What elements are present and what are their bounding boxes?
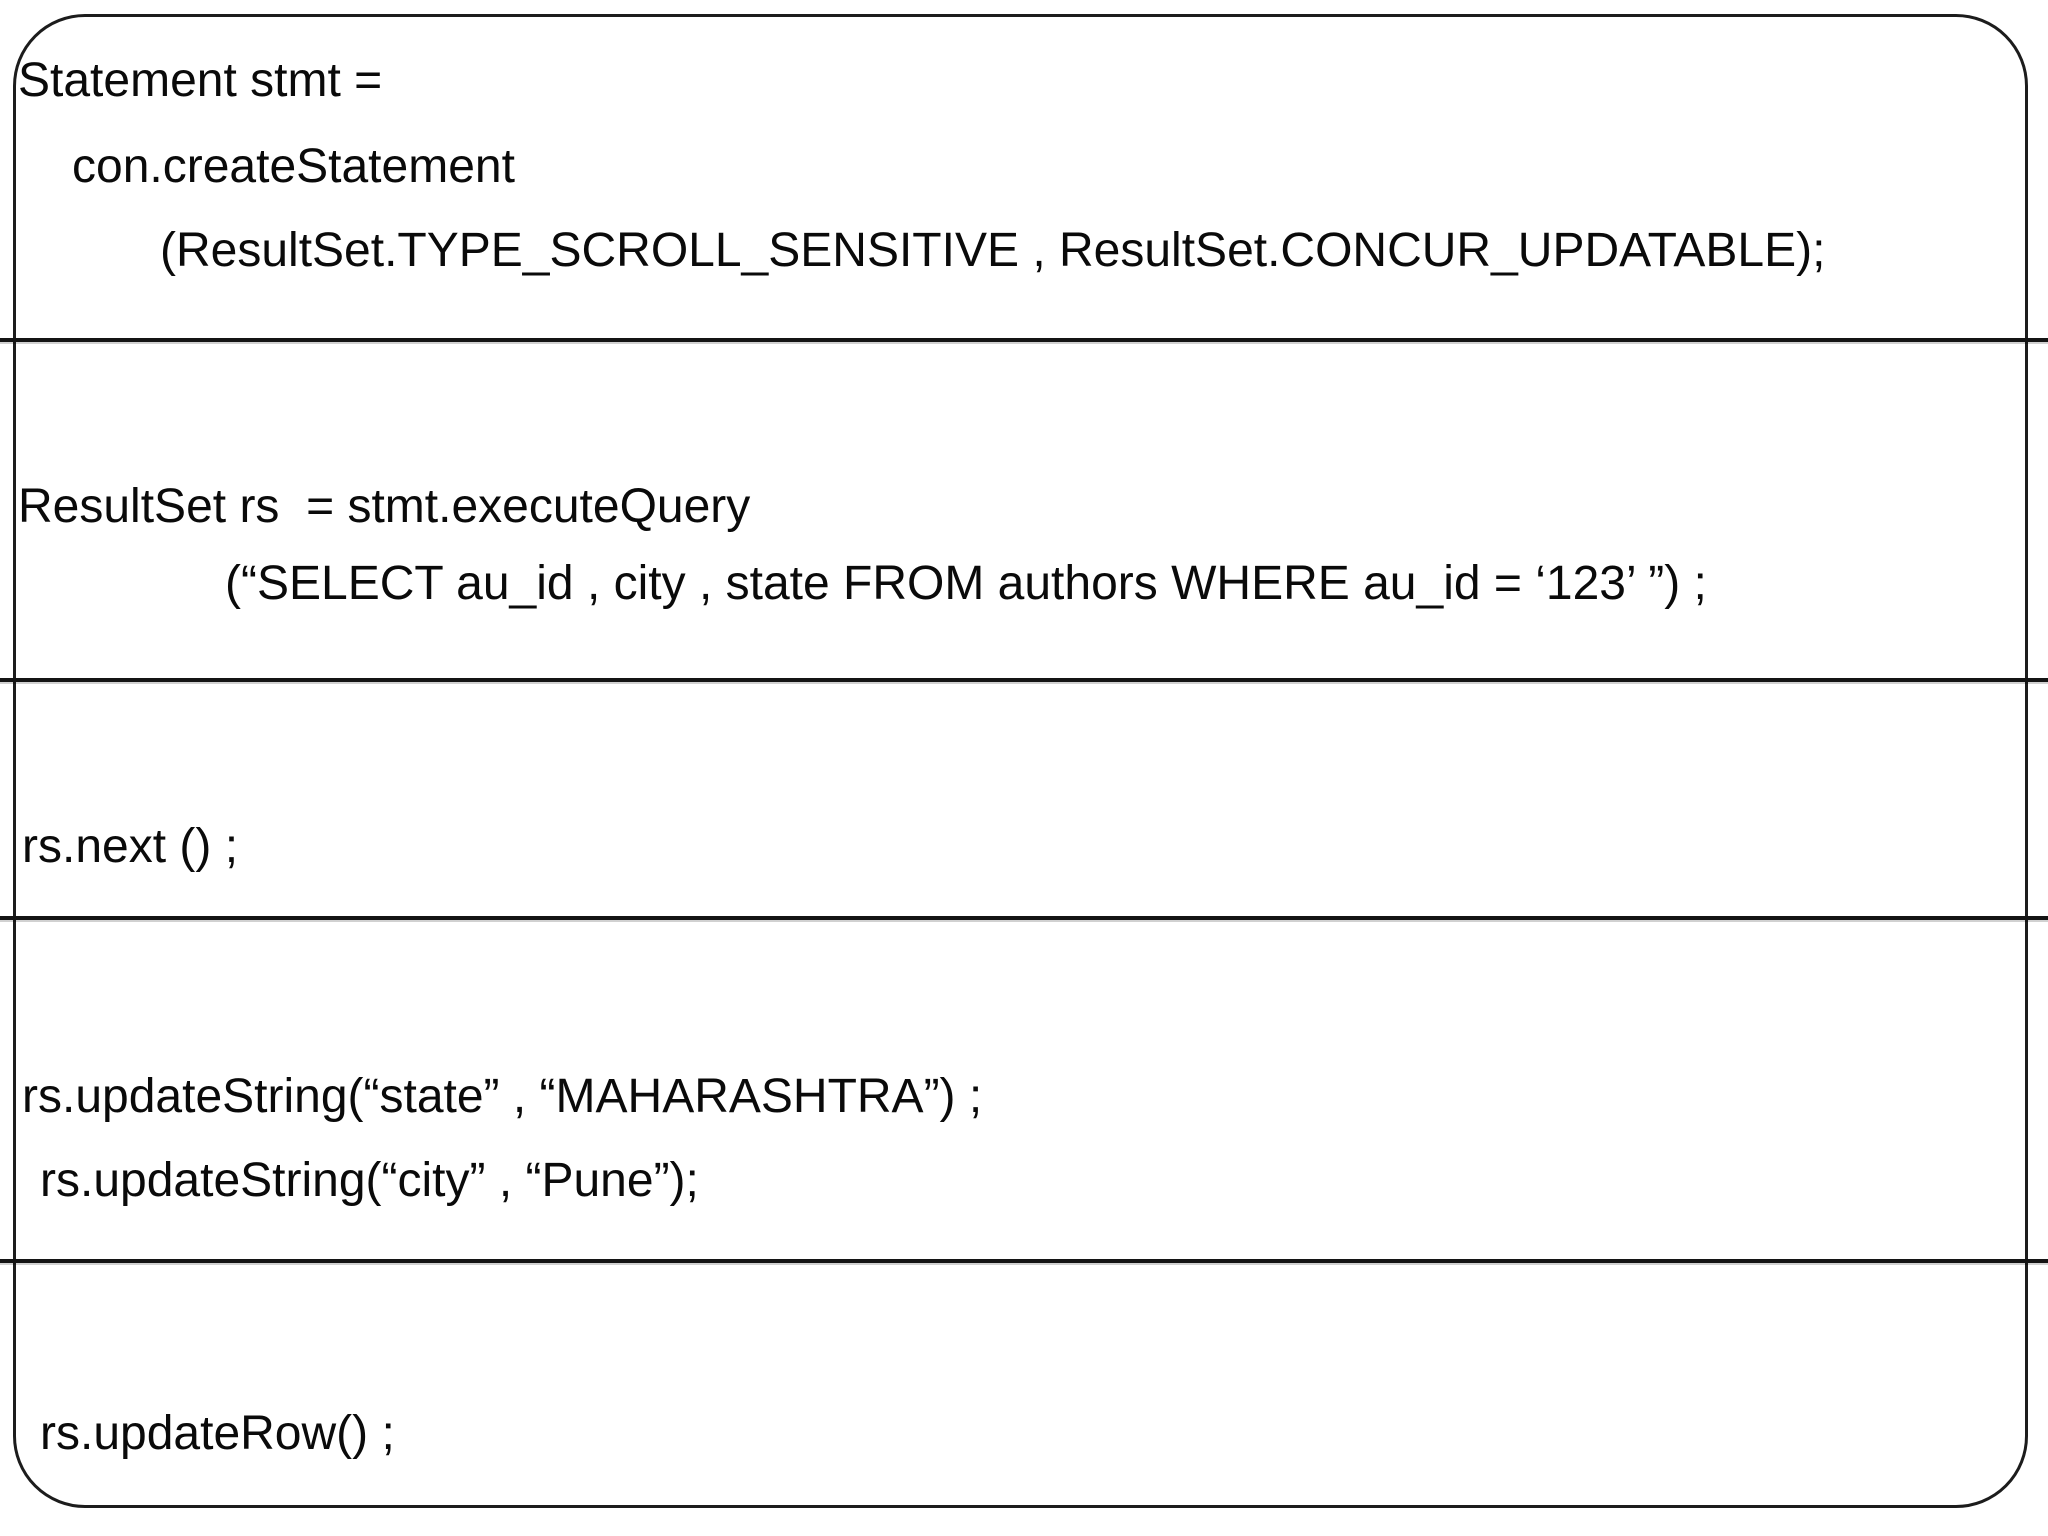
code-line-statement-decl: Statement stmt = — [18, 54, 383, 107]
slide-frame-border — [13, 14, 2028, 1508]
code-line-update-city: rs.updateString(“city” , “Pune”); — [40, 1154, 699, 1207]
section-divider-2 — [0, 678, 2048, 682]
code-line-update-state: rs.updateString(“state” , “MAHARASHTRA”)… — [22, 1070, 983, 1123]
section-divider-1 — [0, 338, 2048, 342]
code-line-resultset-type-params: (ResultSet.TYPE_SCROLL_SENSITIVE , Resul… — [160, 224, 1826, 277]
code-line-rs-next: rs.next () ; — [22, 820, 239, 873]
code-line-select-query: (“SELECT au_id , city , state FROM autho… — [225, 557, 1707, 610]
code-line-create-statement: con.createStatement — [72, 140, 515, 193]
section-divider-4 — [0, 1259, 2048, 1263]
section-divider-3 — [0, 916, 2048, 920]
code-line-update-row: rs.updateRow() ; — [40, 1407, 395, 1460]
code-line-resultset-decl: ResultSet rs = stmt.executeQuery — [18, 480, 751, 533]
